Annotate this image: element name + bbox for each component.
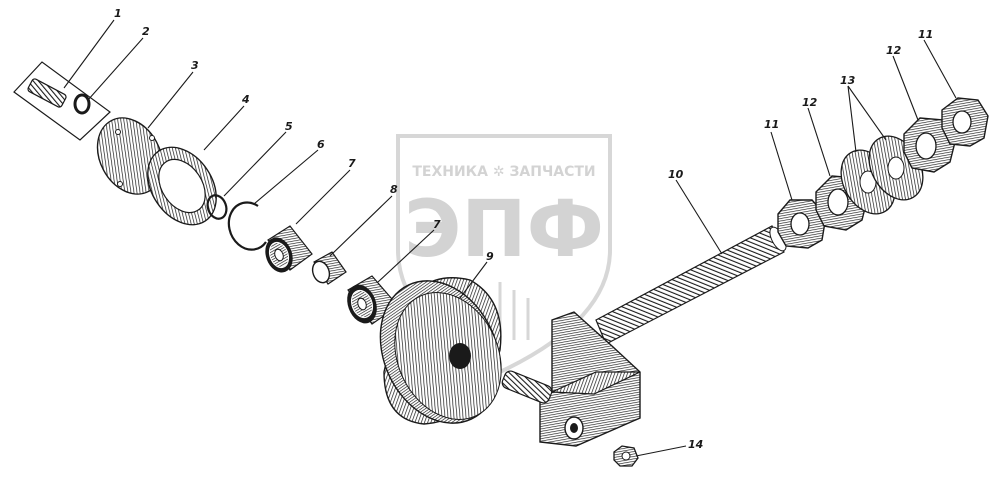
watermark-caption: ТЕХНИКА ✲ ЗАПЧАСТИ [412, 164, 595, 180]
part-14-grease-fitting [613, 445, 639, 467]
callout-12b: 12 [886, 44, 902, 57]
callout-11b: 11 [918, 28, 933, 41]
callout-10: 10 [668, 168, 684, 181]
part-6-retaining-ring [227, 201, 267, 251]
part-11-nut-a [777, 199, 827, 249]
part-2-washer [73, 93, 91, 115]
watermark: ТЕХНИКА ✲ ЗАПЧАСТИ ЭПФ [396, 134, 612, 375]
part-3-cover [96, 117, 164, 195]
part-5-snap-ring [206, 194, 228, 220]
watermark-sprout-icon [498, 282, 530, 340]
callout-4: 4 [241, 93, 250, 106]
callout-3: 3 [191, 59, 199, 72]
part-7-bearing-a [265, 225, 313, 273]
part-9-pulley [379, 277, 502, 425]
callout-7a: 7 [348, 157, 356, 170]
callout-2: 2 [142, 25, 150, 38]
part-11-nut-b [941, 97, 989, 147]
callout-11a: 11 [764, 118, 779, 131]
part-1-2-panel [13, 61, 111, 141]
callout-8: 8 [390, 183, 398, 196]
part-4-gasket [147, 146, 217, 226]
part-10-tension-screw [595, 225, 787, 345]
watermark-logo: ЭПФ [404, 185, 604, 275]
callout-14: 14 [688, 438, 703, 451]
callout-labels: 1 2 3 4 5 6 7 8 7 9 10 11 12 13 12 11 14 [114, 7, 933, 451]
callout-7b: 7 [433, 218, 441, 231]
part-1-bolt [27, 78, 67, 108]
callout-13: 13 [840, 74, 856, 87]
part-10-bracket [501, 311, 641, 447]
part-8-spacer [311, 251, 347, 285]
callout-9: 9 [486, 250, 494, 263]
callout-6: 6 [317, 138, 325, 151]
callout-5: 5 [285, 120, 293, 133]
leader-lines [63, 19, 957, 457]
callout-1: 1 [114, 7, 122, 20]
callout-12a: 12 [802, 96, 818, 109]
